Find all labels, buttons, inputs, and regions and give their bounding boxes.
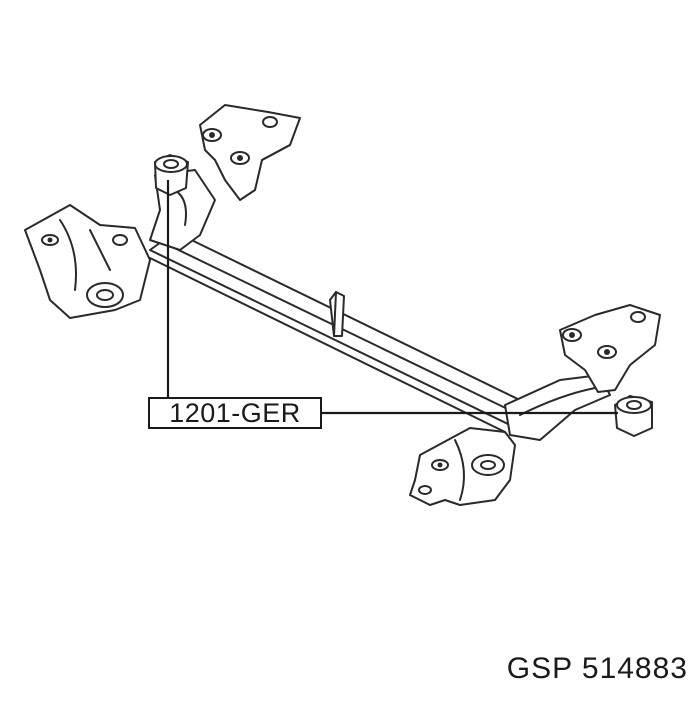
leader-lines [166, 180, 618, 415]
left-mounting-bracket [199, 104, 301, 201]
right-mounting-bracket [559, 304, 661, 393]
beam-center-bracket [329, 291, 345, 337]
left-hub-knuckle [24, 204, 151, 319]
right-bushing [614, 395, 653, 437]
brand-part-caption: GSP 514883 [506, 652, 688, 685]
right-trailing-arm [504, 374, 611, 441]
right-hub-knuckle [409, 427, 516, 506]
part-number-label: 1201-GER [148, 397, 322, 429]
left-bushing [154, 154, 189, 196]
